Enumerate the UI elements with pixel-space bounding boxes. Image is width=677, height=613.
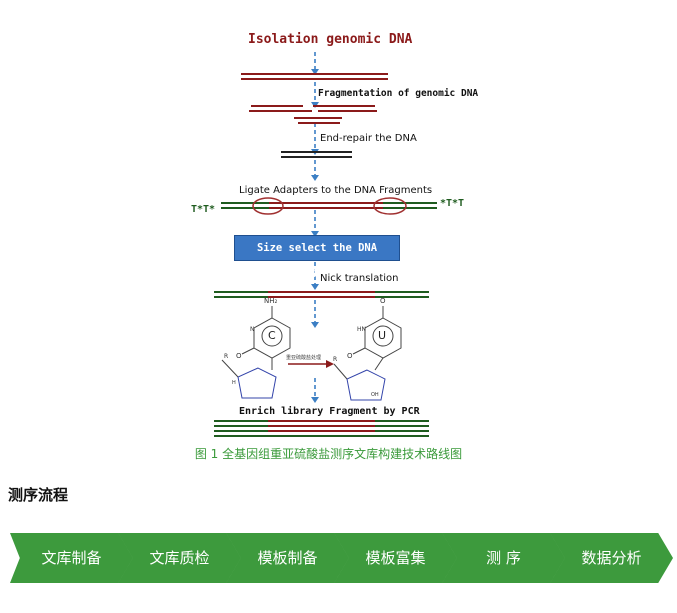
figure-caption: 图 1 全基因组重亚硫酸盐测序文库构建技术路线图 [194,447,463,461]
uracil-r-label: R [333,356,338,363]
arrow-head-8 [311,397,319,403]
adapter-right-label: *T*T [440,198,465,209]
uracil-oh-label: OH [371,392,379,398]
step-fragmentation: Fragmentation of genomic DNA [318,88,479,99]
reaction-label: 重亚硫酸盐处理 [286,355,322,361]
cytosine-molecule [221,306,291,399]
step-enrich: Enrich library Fragment by PCR [239,406,420,417]
reaction-arrow-head [326,360,334,368]
uracil-oxygen-label: O [380,297,386,305]
arrow-head-5 [311,231,319,237]
workflow-step-library-qc: 文库质检 [118,533,241,583]
workflow-step-template-enrich: 模板富集 [334,533,457,583]
cytosine-base-label: C [268,329,276,342]
step-nick: Nick translation [320,273,399,284]
arrow-head-7 [311,322,319,328]
cytosine-oxygen-label: O [236,352,242,360]
arrow-head-6 [311,284,319,290]
fragmented-dna [249,105,377,124]
uracil-base-circle [372,325,394,347]
adapter-ligated-dna [221,202,437,209]
ligation-circle-right [373,197,407,215]
arrow-heads [311,69,319,403]
workflow-step-template-prep: 模板制备 [226,533,349,583]
dna-flow-diagram [214,52,437,437]
workflow-step-library-prep: 文库制备 [10,533,133,583]
amine-label: NH₂ [264,297,278,305]
arrow-head-4 [311,175,319,181]
workflow-step-analysis: 数据分析 [550,533,673,583]
nick-translated-dna [214,291,429,298]
cytosine-r-label: R [224,353,229,360]
adapter-left-label: T*T* [191,204,216,215]
genomic-dna [241,73,388,80]
cytosine-h-label: H [232,380,236,386]
enriched-dna [214,420,429,437]
uracil-oxygen-label-2: O [347,352,353,360]
cytosine-n-label: N [250,326,255,333]
uracil-base-label: U [378,329,387,342]
uracil-molecule [333,306,402,401]
step-ligate: Ligate Adapters to the DNA Fragments [239,185,433,196]
arrow-head-1 [311,69,319,75]
diagram-title: Isolation genomic DNA [248,32,413,47]
uracil-hn-label: HN [357,326,366,333]
size-select-box: Size select the DNA Fragment [234,235,400,278]
end-repaired-dna [281,151,352,158]
workflow-step-sequencing: 测 序 [442,533,565,583]
cytosine-base-circle [261,325,283,347]
step-end-repair: End-repair the DNA [320,133,417,144]
workflow-title: 测序流程 [8,486,69,504]
ligation-circle-left [252,197,284,215]
